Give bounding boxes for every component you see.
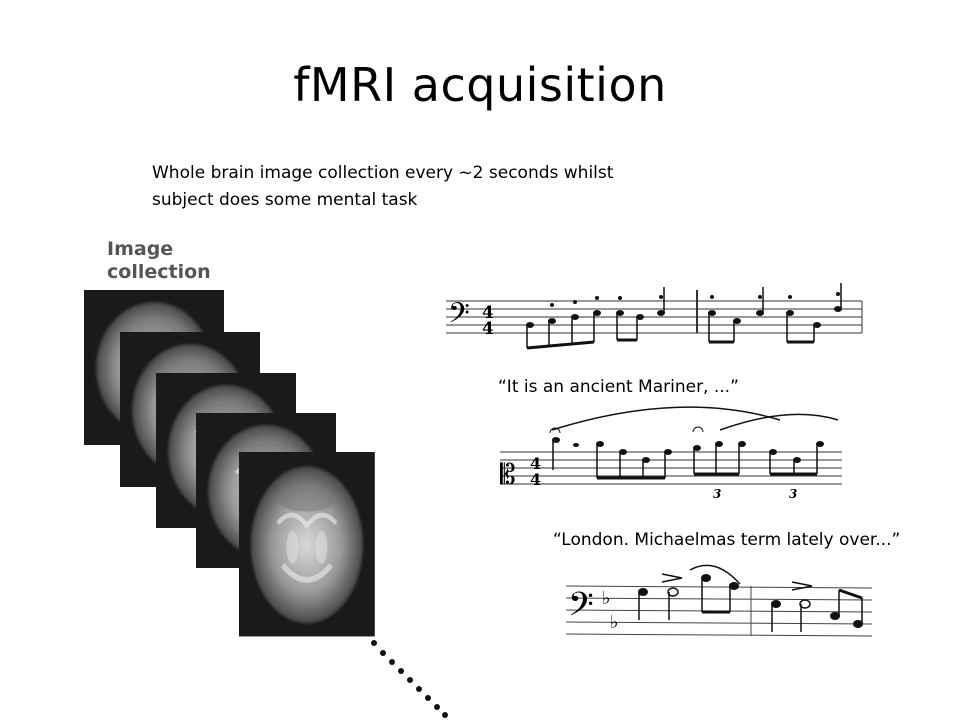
quote-mariner: “It is an ancient Mariner, ...” xyxy=(498,377,739,397)
flat-icon: ♭ xyxy=(602,588,611,609)
image-label-line-2: collection xyxy=(107,261,211,283)
image-collection-label: Image collection xyxy=(107,238,211,284)
brain-image-stack xyxy=(84,290,375,636)
slide-subtitle: Whole brain image collection every ~2 se… xyxy=(152,160,712,214)
brain-slice-5 xyxy=(239,452,375,636)
music-score-2: 𝄡 4 4 xyxy=(500,406,842,501)
score2-time-top: 4 xyxy=(530,454,541,473)
music-score-1: 𝄢 4 4 xyxy=(446,283,863,350)
subtitle-line-1: Whole brain image collection every ~2 se… xyxy=(152,163,614,183)
image-label-line-1: Image xyxy=(107,238,174,260)
subtitle-line-2: subject does some mental task xyxy=(152,190,418,210)
score1-time-top: 4 xyxy=(482,303,494,323)
triplet-marker-a: 3 xyxy=(713,487,721,501)
flat-icon-2: ♭ xyxy=(610,612,619,633)
alto-clef-icon: 𝄡 xyxy=(500,458,516,491)
music-score-3: 𝄢 ♭ ♭ xyxy=(565,564,873,637)
bass-clef-icon: 𝄢 xyxy=(448,297,470,337)
continuation-dots xyxy=(371,640,448,718)
score2-time-bottom: 4 xyxy=(530,470,541,489)
slide-title: fMRI acquisition xyxy=(293,58,667,112)
score1-time-bottom: 4 xyxy=(482,319,494,339)
triplet-marker-b: 3 xyxy=(789,487,797,501)
bass-clef-icon-2: 𝄢 xyxy=(568,586,594,632)
quote-london: “London. Michaelmas term lately over...” xyxy=(553,530,900,550)
